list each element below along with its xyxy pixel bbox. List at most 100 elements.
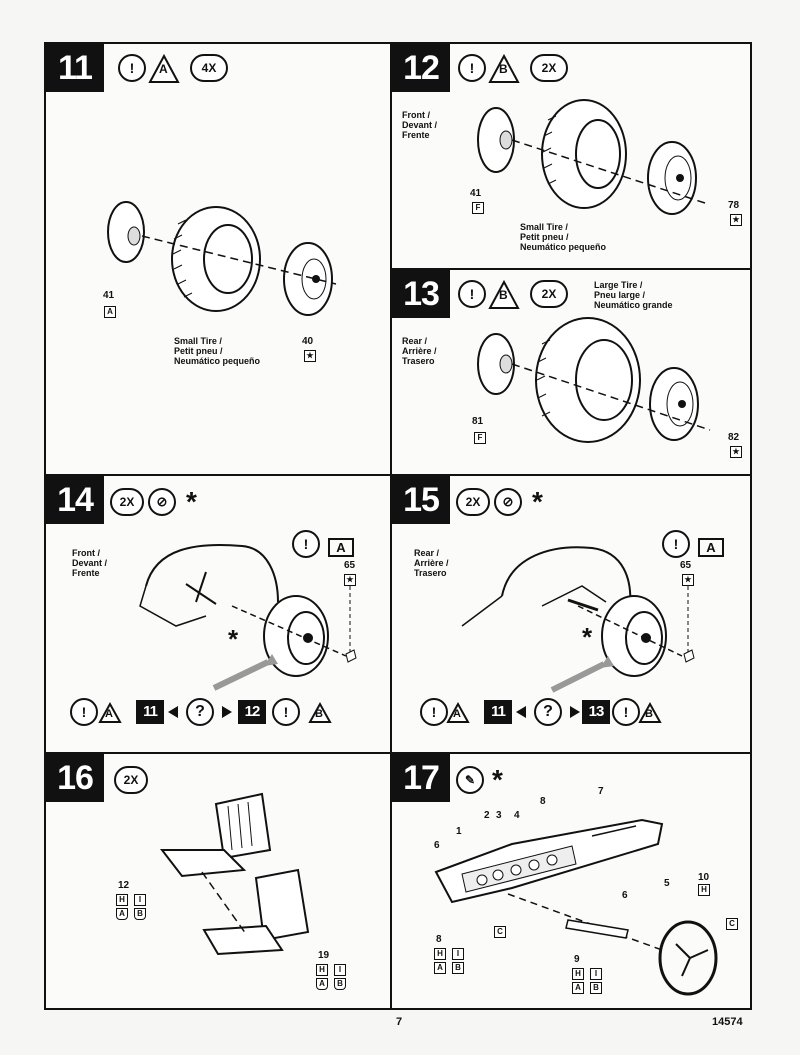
letter-badge: A <box>116 908 128 920</box>
letter-badge: B <box>645 708 653 720</box>
asterisk: * <box>582 622 593 652</box>
step-number: 12 <box>392 44 450 92</box>
quantity-badge: 2X <box>110 488 144 516</box>
part-code: C <box>494 926 506 938</box>
letter-badge: A <box>698 538 724 557</box>
asterisk: * <box>228 624 239 654</box>
part-code: H <box>572 968 584 980</box>
letter-badge: B <box>590 982 602 994</box>
part-number: 78 <box>728 200 740 211</box>
quantity-badge: 2X <box>114 766 148 794</box>
step-15-drawing <box>446 546 695 723</box>
step-17-panel: 17 ✎ * 1 2 3 4 6 7 8 5 10 H 6 <box>390 752 752 1010</box>
asterisk: * <box>532 486 543 517</box>
ref-step-number: 12 <box>238 700 266 724</box>
caution-icon: ! <box>272 698 300 726</box>
ref-step-number: 13 <box>582 700 610 724</box>
letter-badge: A <box>159 62 168 76</box>
paint-icon: ✎ <box>456 766 484 794</box>
part-code: I <box>452 948 464 960</box>
part-number: 41 <box>103 290 115 301</box>
part-code: H <box>698 884 710 896</box>
ref-step-number: 11 <box>484 700 512 724</box>
tire-label: Large Tire / Pneu large / Neumático gran… <box>594 280 673 310</box>
asterisk: * <box>492 764 503 795</box>
letter-badge: B <box>334 978 346 990</box>
step-number: 15 <box>392 476 450 524</box>
quantity-badge: 2X <box>530 280 568 308</box>
part-code: ★ <box>730 446 742 458</box>
caution-icon: ! <box>612 698 640 726</box>
part-code: I <box>590 968 602 980</box>
caution-icon: ! <box>458 54 486 82</box>
question-icon: ? <box>186 698 214 726</box>
part-number: 19 <box>318 950 330 961</box>
tire-label: Small Tire / Petit pneu / Neumático pequ… <box>520 222 607 252</box>
letter-badge: B <box>499 62 508 76</box>
part-number: 65 <box>680 560 692 571</box>
quantity-badge: 2X <box>530 54 568 82</box>
step-11-panel: 11 ! A 4X 41 A Small Tire / Petit pneu /… <box>44 42 392 476</box>
part-code: I <box>334 964 346 976</box>
step-16-drawing <box>159 792 310 956</box>
letter-badge: A <box>572 982 584 994</box>
step-16-panel: 16 2X 12 H I A B 19 H I A B <box>44 752 392 1010</box>
step-12-panel: 12 ! B 2X Front / Devant / Frente 41 F S… <box>390 42 752 270</box>
callout-number: 5 <box>664 878 670 889</box>
position-label: Rear / Arrière / Trasero <box>414 548 449 578</box>
callout-number: 8 <box>540 796 546 807</box>
caution-icon: ! <box>458 280 486 308</box>
part-code: ★ <box>344 574 356 586</box>
letter-badge: B <box>452 962 464 974</box>
part-number: 12 <box>118 880 130 891</box>
letter-badge: B <box>315 708 323 720</box>
letter-badge: A <box>434 962 446 974</box>
step-number: 11 <box>46 44 104 92</box>
callout-number: 10 <box>698 872 710 883</box>
position-label: Front / Devant / Frente <box>402 110 438 140</box>
part-code: F <box>474 432 486 444</box>
callout-number: 1 <box>456 826 462 837</box>
callout-number: 6 <box>622 890 628 901</box>
step-number: 13 <box>392 270 450 318</box>
part-code: A <box>104 306 116 318</box>
step-11-drawing <box>107 53 337 316</box>
callout-number: 7 <box>598 786 604 797</box>
step-13-drawing <box>477 279 711 443</box>
quantity-badge: 2X <box>456 488 490 516</box>
position-label: Front / Devant / Frente <box>72 548 108 578</box>
ref-step-number: 11 <box>136 700 164 724</box>
step-number: 14 <box>46 476 104 524</box>
caution-icon: ! <box>420 698 448 726</box>
caution-icon: ! <box>118 54 146 82</box>
part-number: 41 <box>470 188 482 199</box>
step-14-panel: 14 2X ⊘ * Front / Devant / Frente <box>44 474 392 754</box>
callout-number: 6 <box>434 840 440 851</box>
kit-code: 14574 <box>712 1016 743 1028</box>
step-number: 17 <box>392 754 450 802</box>
no-glue-icon: ⊘ <box>494 488 522 516</box>
letter-badge: A <box>453 708 461 720</box>
step-12-drawing <box>477 53 709 215</box>
part-number: 81 <box>472 416 484 427</box>
position-label: Rear / Arrière / Trasero <box>402 336 437 366</box>
part-code: ★ <box>730 214 742 226</box>
part-code: C <box>726 918 738 930</box>
part-code: H <box>116 894 128 906</box>
tire-label: Small Tire / Petit pneu / Neumático pequ… <box>174 336 261 366</box>
letter-badge: A <box>105 708 113 720</box>
callout-number: 2 <box>484 810 490 821</box>
step-17-drawing <box>434 818 718 996</box>
part-code: ★ <box>682 574 694 586</box>
part-number: 65 <box>344 560 356 571</box>
no-glue-icon: ⊘ <box>148 488 176 516</box>
part-number: 82 <box>728 432 740 443</box>
step-15-panel: 15 2X ⊘ * Rear / Arrière / Trasero ! A 6… <box>390 474 752 754</box>
caution-icon: ! <box>292 530 320 558</box>
step-13-panel: 13 ! B 2X Large Tire / Pneu large / Neum… <box>390 268 752 476</box>
letter-badge: A <box>328 538 354 557</box>
page-number: 7 <box>396 1016 403 1028</box>
letter-badge: B <box>134 908 146 920</box>
letter-badge: A <box>316 978 328 990</box>
